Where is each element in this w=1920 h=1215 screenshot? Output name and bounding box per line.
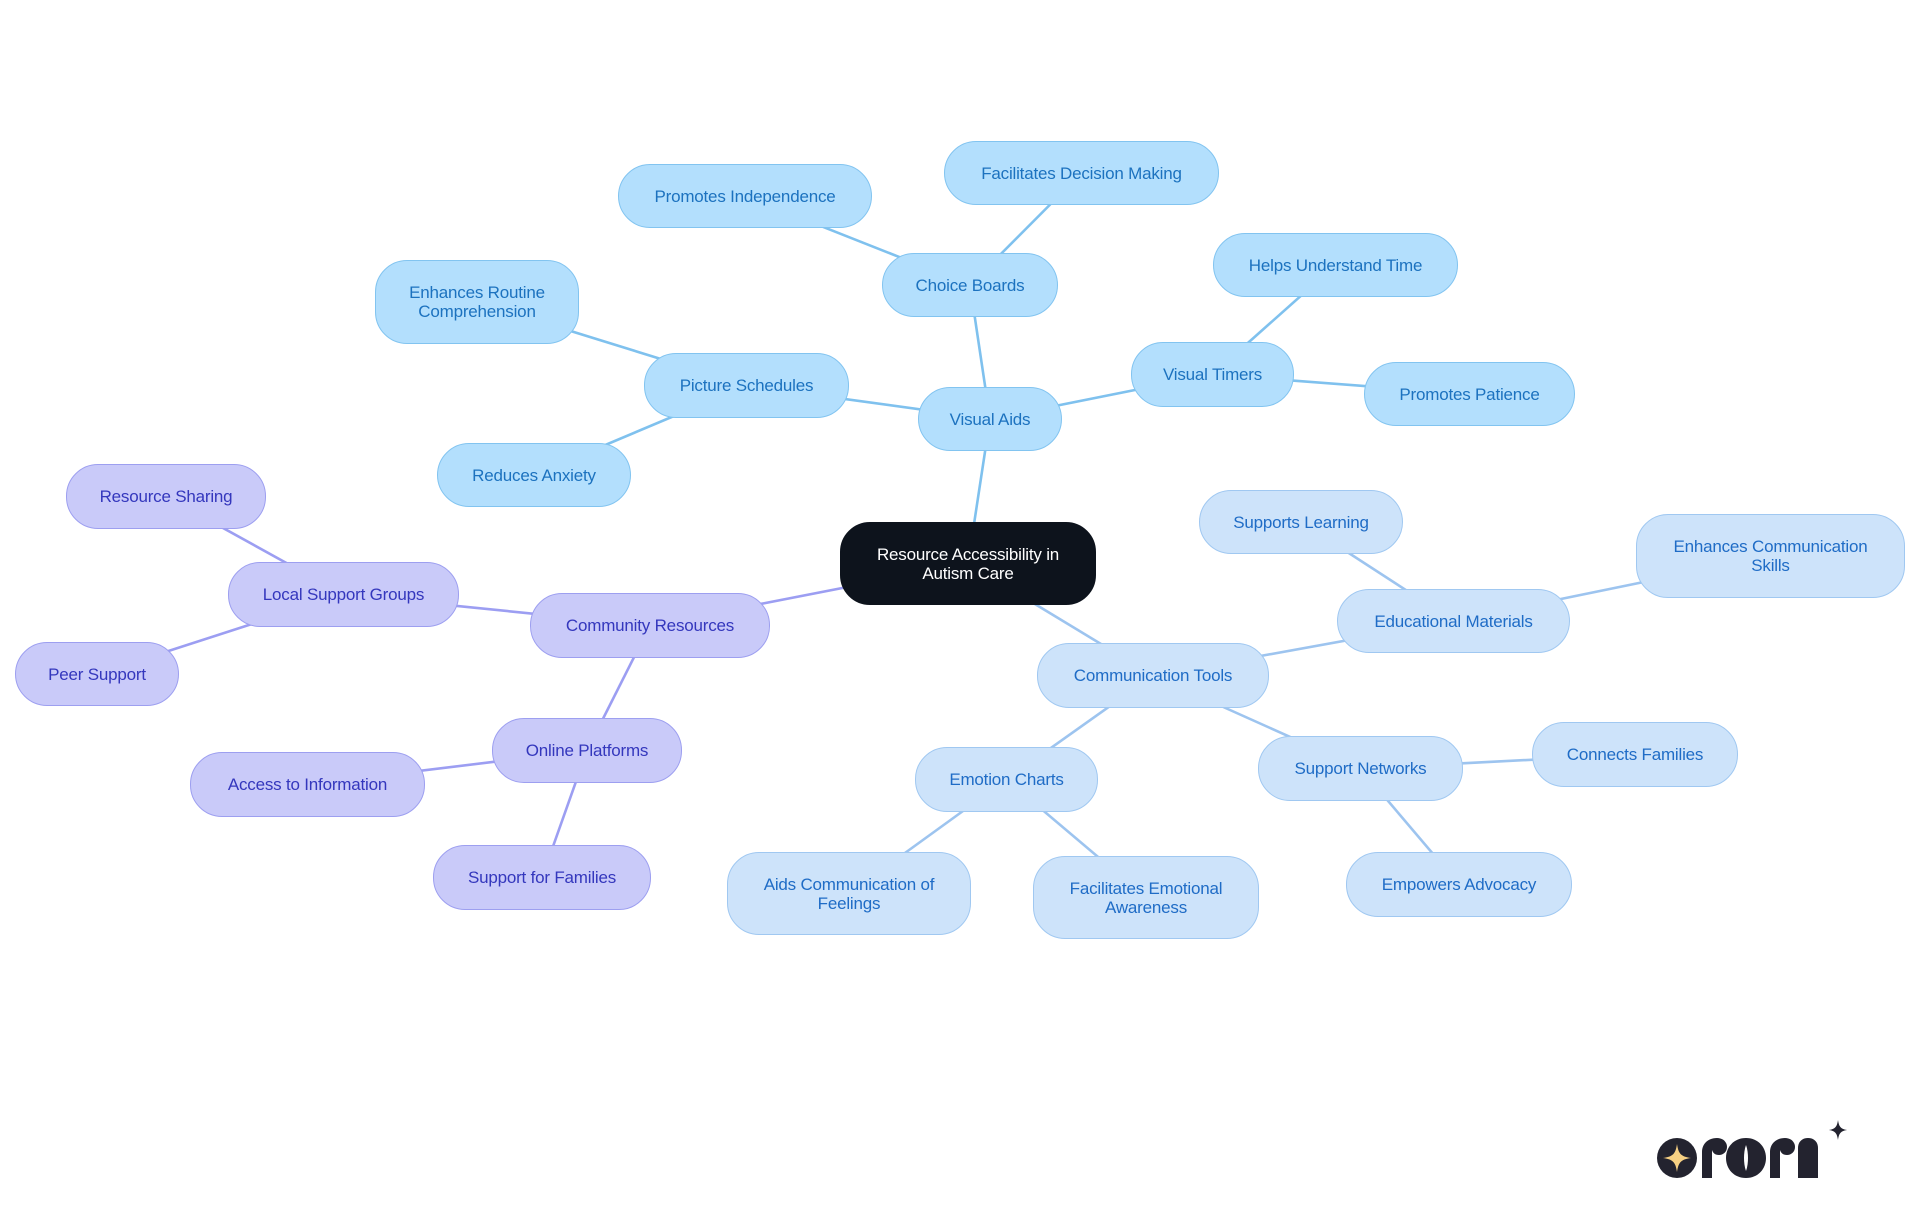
node-facilitates-decision-making[interactable]: Facilitates Decision Making bbox=[944, 141, 1219, 205]
node-enhances-communication-skills[interactable]: Enhances Communication Skills bbox=[1636, 514, 1905, 598]
node-emotion-charts[interactable]: Emotion Charts bbox=[915, 747, 1098, 812]
node-label: Resource Accessibility in Autism Care bbox=[876, 544, 1060, 583]
node-label: Supports Learning bbox=[1233, 512, 1369, 532]
node-label: Empowers Advocacy bbox=[1381, 875, 1537, 894]
node-promotes-patience[interactable]: Promotes Patience bbox=[1364, 362, 1575, 426]
node-label: Access to Information bbox=[227, 775, 388, 794]
node-aids-communication-of-feelings[interactable]: Aids Communication of Feelings bbox=[727, 852, 971, 935]
node-peer-support[interactable]: Peer Support bbox=[15, 642, 179, 706]
node-empowers-advocacy[interactable]: Empowers Advocacy bbox=[1346, 852, 1572, 917]
node-facilitates-emotional-awareness[interactable]: Facilitates Emotional Awareness bbox=[1033, 856, 1259, 939]
node-label: Community Resources bbox=[565, 616, 735, 635]
node-label: Visual Aids bbox=[949, 409, 1031, 429]
node-connects-families[interactable]: Connects Families bbox=[1532, 722, 1738, 787]
node-community-resources[interactable]: Community Resources bbox=[530, 593, 770, 658]
node-supports-learning[interactable]: Supports Learning bbox=[1199, 490, 1403, 554]
node-label: Helps Understand Time bbox=[1248, 255, 1423, 275]
logo-wordmark bbox=[1702, 1120, 1847, 1178]
node-label: Facilitates Emotional Awareness bbox=[1069, 878, 1223, 917]
node-label: Promotes Independence bbox=[654, 186, 836, 206]
node-label: Online Platforms bbox=[525, 741, 649, 760]
node-enhances-routine-comprehension[interactable]: Enhances Routine Comprehension bbox=[375, 260, 579, 344]
node-root[interactable]: Resource Accessibility in Autism Care bbox=[840, 522, 1096, 605]
node-communication-tools[interactable]: Communication Tools bbox=[1037, 643, 1269, 708]
node-label: Reduces Anxiety bbox=[472, 465, 596, 485]
node-label: Educational Materials bbox=[1374, 611, 1533, 631]
node-label: Enhances Routine Comprehension bbox=[409, 283, 545, 321]
node-label: Support Networks bbox=[1294, 759, 1427, 778]
node-picture-schedules[interactable]: Picture Schedules bbox=[644, 353, 849, 418]
node-label: Support for Families bbox=[467, 868, 617, 887]
node-label: Emotion Charts bbox=[949, 770, 1064, 789]
node-label: Aids Communication of Feelings bbox=[763, 874, 935, 913]
node-label: Enhances Communication Skills bbox=[1673, 537, 1868, 575]
node-visual-aids[interactable]: Visual Aids bbox=[918, 387, 1062, 451]
node-online-platforms[interactable]: Online Platforms bbox=[492, 718, 682, 783]
node-visual-timers[interactable]: Visual Timers bbox=[1131, 342, 1294, 407]
node-label: Facilitates Decision Making bbox=[981, 163, 1182, 183]
sparkle-star-icon bbox=[1663, 1144, 1691, 1172]
node-educational-materials[interactable]: Educational Materials bbox=[1337, 589, 1570, 653]
node-label: Resource Sharing bbox=[99, 487, 233, 506]
node-local-support-groups[interactable]: Local Support Groups bbox=[228, 562, 459, 627]
node-resource-sharing[interactable]: Resource Sharing bbox=[66, 464, 266, 529]
node-label: Communication Tools bbox=[1073, 666, 1233, 685]
node-label: Visual Timers bbox=[1162, 365, 1263, 384]
node-support-networks[interactable]: Support Networks bbox=[1258, 736, 1463, 801]
node-access-to-information[interactable]: Access to Information bbox=[190, 752, 425, 817]
node-reduces-anxiety[interactable]: Reduces Anxiety bbox=[437, 443, 631, 507]
logo-badge bbox=[1657, 1138, 1697, 1178]
node-promotes-independence[interactable]: Promotes Independence bbox=[618, 164, 872, 228]
node-support-for-families[interactable]: Support for Families bbox=[433, 845, 651, 910]
rori-logo bbox=[1657, 1120, 1847, 1178]
node-label: Picture Schedules bbox=[679, 376, 814, 395]
node-label: Local Support Groups bbox=[262, 585, 425, 604]
node-label: Promotes Patience bbox=[1399, 384, 1540, 404]
node-choice-boards[interactable]: Choice Boards bbox=[882, 253, 1058, 317]
node-helps-understand-time[interactable]: Helps Understand Time bbox=[1213, 233, 1458, 297]
node-label: Peer Support bbox=[48, 664, 146, 684]
node-label: Connects Families bbox=[1566, 745, 1704, 764]
small-star-icon bbox=[1829, 1120, 1847, 1140]
node-label: Choice Boards bbox=[915, 275, 1025, 295]
